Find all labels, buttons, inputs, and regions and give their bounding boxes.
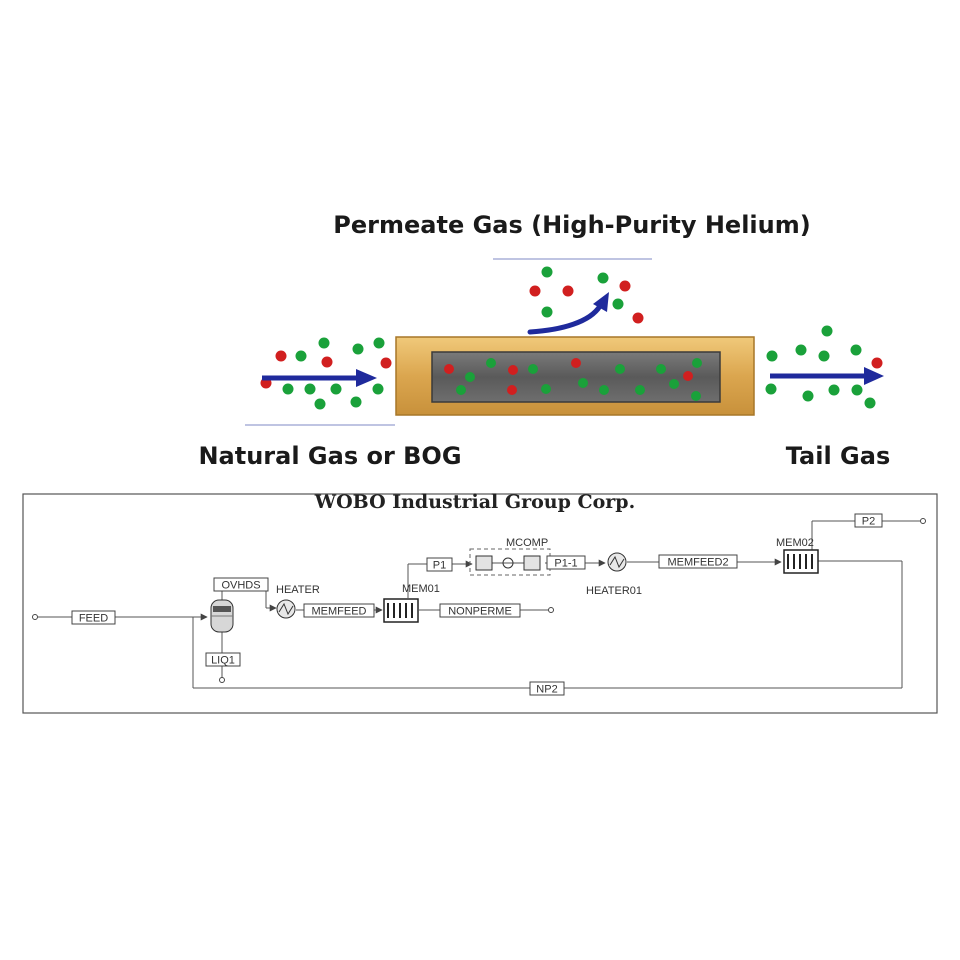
- molecule-green: [818, 350, 830, 362]
- molecule-red: [507, 385, 517, 395]
- stream-ovhds: OVHDS: [213, 577, 269, 592]
- molecule-green: [372, 383, 384, 395]
- unit-mem01-label: MEM01: [402, 583, 440, 595]
- molecule-red: [619, 280, 631, 292]
- molecule-red: [683, 371, 693, 381]
- molecule-green: [864, 397, 876, 409]
- svg-text:P1: P1: [433, 560, 446, 572]
- molecule-green: [295, 350, 307, 362]
- molecule-red: [380, 357, 392, 369]
- molecule-green: [282, 383, 294, 395]
- molecule-green: [612, 298, 624, 310]
- molecule-green: [541, 384, 551, 394]
- unit-heater-label: HEATER: [276, 584, 320, 596]
- molecule-green: [669, 379, 679, 389]
- svg-text:OVHDS: OVHDS: [221, 580, 260, 592]
- stream-p1: P1: [426, 557, 453, 572]
- tail-gas-label: Tail Gas: [786, 442, 890, 470]
- svg-text:LIQ1: LIQ1: [211, 655, 235, 667]
- flowsheet-frame: [22, 493, 938, 714]
- flash-separator-icon: [210, 599, 234, 633]
- molecule-red: [871, 357, 883, 369]
- stream-np2: NP2: [529, 681, 565, 696]
- stream-memfeed: MEMFEED: [303, 603, 375, 618]
- permeate-arrow: [527, 292, 609, 335]
- molecule-green: [851, 384, 863, 396]
- compressor-icon: [469, 548, 551, 576]
- molecule-red: [632, 312, 644, 324]
- heater01-icon: [607, 552, 627, 572]
- membrane-tube: [395, 336, 755, 416]
- feed-gas-label: Natural Gas or BOG: [198, 442, 461, 470]
- liq1-outlet-node: [219, 677, 225, 683]
- stream-feed: FEED: [71, 610, 116, 625]
- svg-text:MEMFEED: MEMFEED: [312, 606, 367, 618]
- stream-p1-1: P1-1: [546, 555, 586, 570]
- stream-liq1: LIQ1: [205, 652, 241, 667]
- molecule-green: [850, 344, 862, 356]
- molecule-green: [456, 385, 466, 395]
- molecule-green: [599, 385, 609, 395]
- unit-mem02-label: MEM02: [776, 537, 814, 549]
- stream-memfeed2: MEMFEED2: [658, 554, 738, 569]
- svg-text:P1-1: P1-1: [554, 558, 577, 570]
- molecule-red: [275, 350, 287, 362]
- svg-text:P2: P2: [862, 516, 875, 528]
- nonperme-outlet-node: [548, 607, 554, 613]
- molecule-green: [350, 396, 362, 408]
- molecule-green: [528, 364, 538, 374]
- molecule-green: [597, 272, 609, 284]
- molecule-red: [321, 356, 333, 368]
- molecule-green: [615, 364, 625, 374]
- p2-outlet-node: [920, 518, 926, 524]
- stream-nonperme: NONPERME: [439, 603, 521, 618]
- molecule-red: [562, 285, 574, 297]
- company-name: WOBO Industrial Group Corp.: [314, 491, 635, 513]
- molecule-green: [314, 398, 326, 410]
- heater-icon: [276, 599, 296, 619]
- molecule-red: [444, 364, 454, 374]
- molecule-green: [578, 378, 588, 388]
- membrane-module-1-icon: [383, 598, 419, 623]
- permeate-gas-label: Permeate Gas (High-Purity Helium): [333, 211, 810, 239]
- molecule-green: [541, 306, 553, 318]
- molecule-green: [656, 364, 666, 374]
- svg-text:NP2: NP2: [536, 684, 557, 696]
- permeate-molecules: [529, 266, 644, 324]
- molecule-green: [765, 383, 777, 395]
- svg-text:FEED: FEED: [79, 613, 108, 625]
- membrane-module-2-icon: [783, 549, 819, 574]
- svg-text:NONPERME: NONPERME: [448, 606, 512, 618]
- molecule-green: [691, 391, 701, 401]
- tail-arrow: [770, 367, 884, 385]
- molecule-green: [802, 390, 814, 402]
- molecule-green: [821, 325, 833, 337]
- feed-inlet-node: [32, 614, 38, 620]
- molecule-green: [486, 358, 496, 368]
- molecule-red: [529, 285, 541, 297]
- unit-heater01-label: HEATER01: [586, 585, 642, 597]
- molecule-green: [766, 350, 778, 362]
- molecule-green: [304, 383, 316, 395]
- stream-p2: P2: [854, 513, 883, 528]
- unit-mcomp-label: MCOMP: [506, 537, 548, 549]
- molecule-green: [635, 385, 645, 395]
- molecule-green: [465, 372, 475, 382]
- molecule-red: [508, 365, 518, 375]
- molecule-green: [541, 266, 553, 278]
- tail-molecules: [765, 325, 883, 409]
- molecule-green: [373, 337, 385, 349]
- molecule-green: [352, 343, 364, 355]
- feed-molecules: [260, 337, 392, 410]
- feed-arrow: [262, 369, 377, 387]
- molecule-green: [330, 383, 342, 395]
- molecule-red: [571, 358, 581, 368]
- molecule-green: [692, 358, 702, 368]
- molecule-green: [318, 337, 330, 349]
- molecule-green: [828, 384, 840, 396]
- svg-text:MEMFEED2: MEMFEED2: [667, 557, 728, 569]
- molecule-green: [795, 344, 807, 356]
